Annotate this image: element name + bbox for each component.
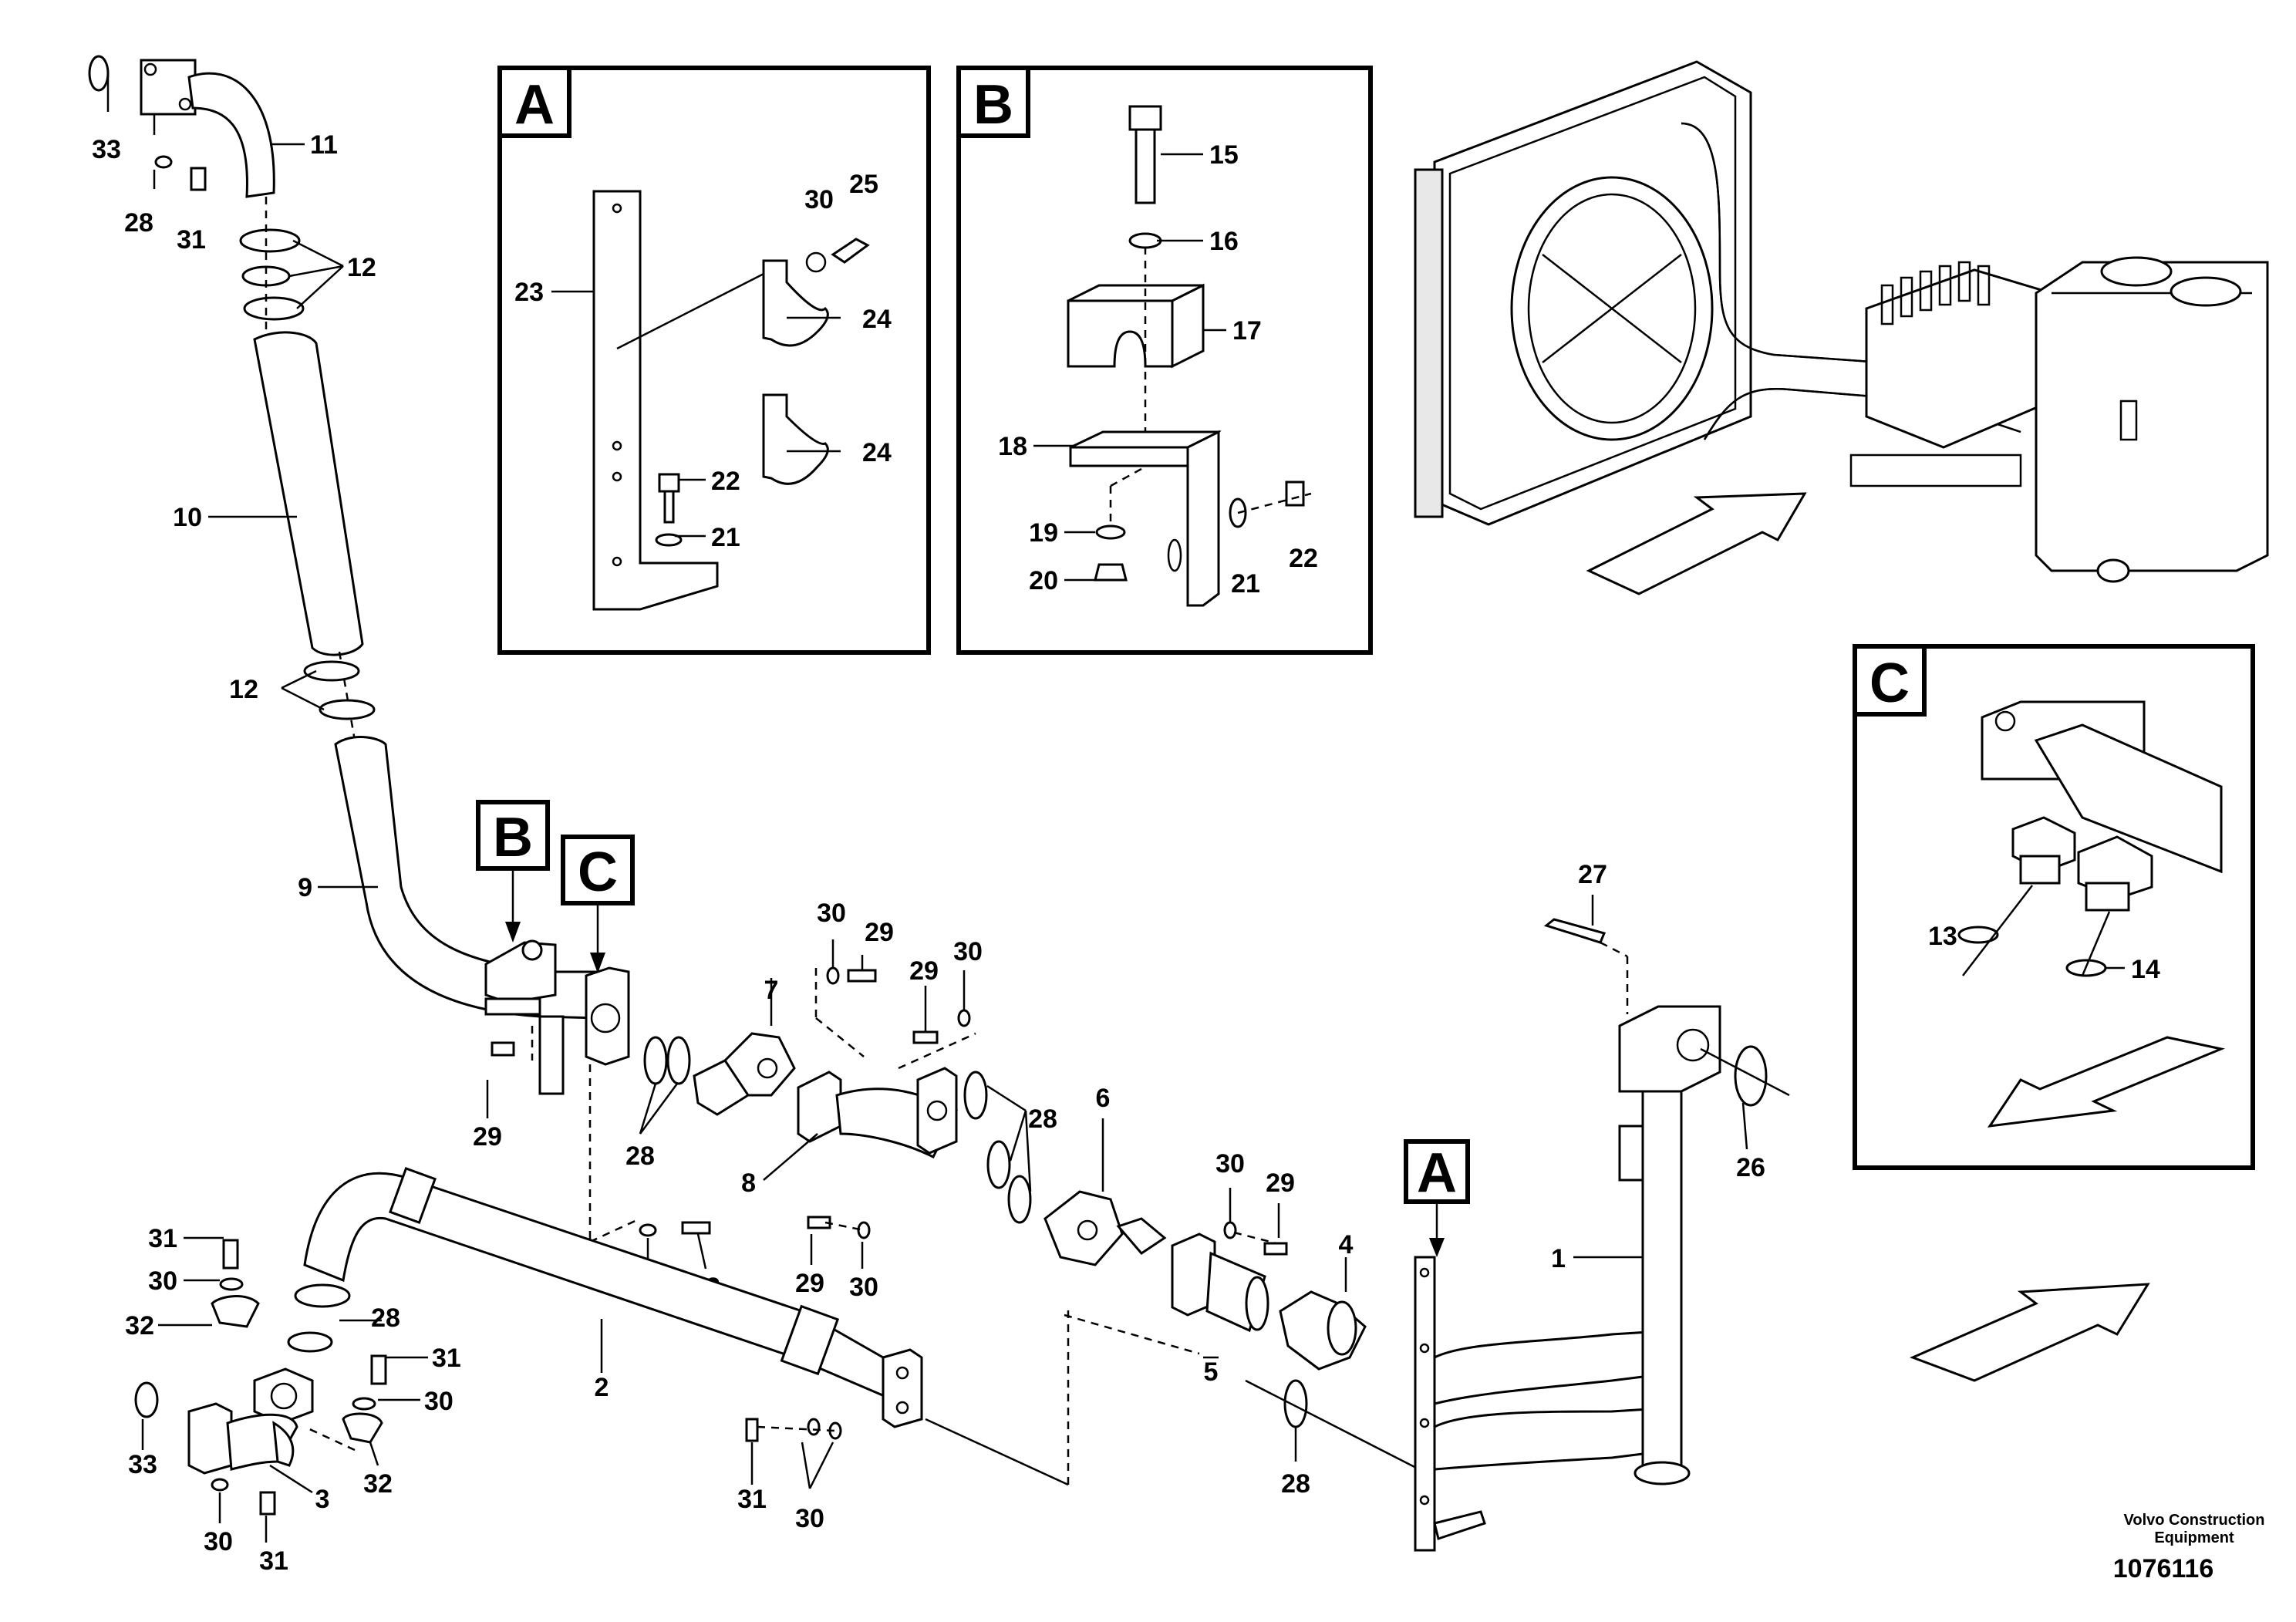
document-number: 1076116 [2113,1554,2214,1583]
machine-overview [1414,60,2269,595]
label-16: 16 [1209,227,1239,256]
label-28a: 28 [124,208,153,238]
label-8: 8 [741,1168,756,1198]
label-23: 23 [514,278,544,307]
label-31d: 31 [259,1546,288,1576]
inset-c-title: C [1870,653,1910,714]
label-22b: 22 [1289,544,1318,573]
label-33a: 33 [92,135,121,164]
company-name-line2: Equipment [2154,1529,2234,1546]
label-28c: 28 [1028,1104,1057,1134]
label-29b: 29 [865,918,894,947]
label-33b: 33 [128,1450,157,1479]
label-17: 17 [1232,316,1262,346]
label-29e: 29 [1266,1168,1295,1198]
label-3: 3 [315,1485,330,1514]
label-7: 7 [764,976,779,1005]
callout-c: C [578,841,618,903]
inset-b-title: B [973,74,1013,136]
label-30g: 30 [148,1266,177,1296]
label-31b: 31 [737,1485,767,1514]
label-30e: 30 [1215,1149,1245,1179]
label-11: 11 [310,130,338,160]
label-28b: 28 [625,1141,655,1171]
label-14: 14 [2131,955,2160,984]
callout-a: A [1417,1142,1457,1204]
label-30i: 30 [424,1387,453,1416]
label-6: 6 [1096,1084,1111,1113]
label-29c: 29 [909,956,939,986]
label-30b: 30 [817,899,846,928]
label-24a: 24 [862,305,892,334]
label-21a: 21 [711,523,740,552]
label-20: 20 [1029,566,1058,595]
label-32b: 32 [363,1469,393,1499]
main-exploded-view: 33 28 31 11 12 10 12 9 [88,55,1790,1576]
label-32a: 32 [125,1311,154,1340]
label-1: 1 [1551,1244,1566,1273]
label-12a: 12 [347,253,376,282]
label-31e: 31 [432,1344,461,1373]
label-28d: 28 [1281,1469,1310,1499]
label-24b: 24 [862,438,892,467]
label-9: 9 [298,873,312,902]
label-31a: 31 [177,225,206,255]
label-18: 18 [998,432,1027,461]
callout-b: B [493,807,533,868]
label-30c: 30 [953,937,983,966]
company-name-line1: Volvo Construction [2124,1512,2265,1529]
label-28e: 28 [371,1303,400,1333]
label-30a: 30 [804,185,834,214]
label-30d: 30 [849,1273,878,1302]
label-2: 2 [595,1373,609,1402]
label-30h: 30 [204,1527,233,1556]
label-21b: 21 [1231,569,1260,599]
label-5: 5 [1204,1357,1219,1387]
label-29d: 29 [795,1269,824,1298]
label-29a: 29 [473,1122,502,1152]
label-27: 27 [1578,860,1607,889]
label-12b: 12 [229,675,258,704]
label-19: 19 [1029,518,1058,548]
label-25: 25 [849,170,878,199]
label-30f: 30 [795,1504,824,1533]
inset-b: B 15 16 17 18 19 20 21 [956,66,1373,655]
label-13: 13 [1928,922,1957,951]
inset-a: A 23 24 24 22 21 30 25 [497,66,931,655]
inset-a-title: A [514,74,555,136]
label-31c: 31 [148,1224,177,1253]
label-22a: 22 [711,467,740,496]
label-26: 26 [1736,1153,1765,1182]
label-10: 10 [173,503,202,532]
inset-c: C 13 14 [1853,644,2255,1170]
label-15: 15 [1209,140,1239,170]
label-4: 4 [1339,1230,1354,1259]
